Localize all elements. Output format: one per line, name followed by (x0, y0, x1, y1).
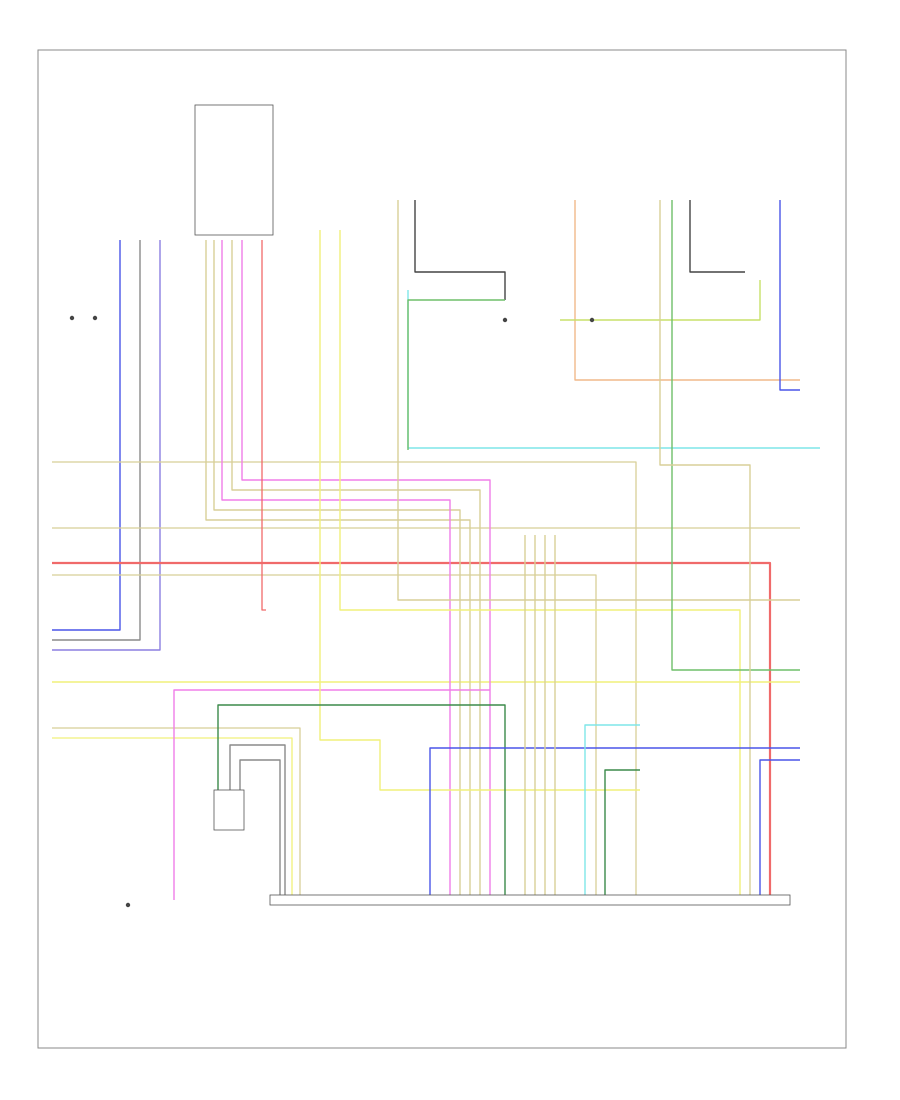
wire-blue-low (429, 747, 800, 900)
splice-point-2 (589, 317, 595, 323)
wire-orange-1 (574, 200, 800, 381)
wire-lime-1 (560, 280, 761, 321)
wire-black-r (689, 200, 745, 273)
component-blocks (69, 104, 791, 908)
wire-gray-low (229, 744, 286, 900)
wire-tan-bus-4 (52, 727, 301, 900)
top-connector-block (194, 104, 274, 236)
wire-tan-c4 (231, 240, 481, 900)
ground-point-3 (125, 902, 131, 908)
wire-pink-c3 (221, 240, 451, 900)
wire-tan-bus-1 (52, 461, 637, 900)
wire-red-c6 (261, 240, 266, 611)
wire-darkgreen-1 (217, 704, 506, 900)
wire-tan-bus-3 (52, 574, 597, 900)
wire-gray-low-2 (239, 759, 281, 900)
wire-yellow-mid-2 (339, 230, 741, 900)
wire-cyan-1 (407, 290, 820, 449)
wire-tan-c1 (205, 240, 471, 900)
bottom-connector-strip (269, 894, 791, 906)
wire-yellow-mid-1 (319, 230, 640, 791)
wire-tan-top-2 (397, 200, 800, 601)
diagram-frame (37, 49, 847, 1049)
wire-pink-c5 (241, 240, 491, 900)
wire-darkgreen-low (604, 769, 640, 900)
splice-point-1 (502, 317, 508, 323)
wire-violet-left (52, 240, 161, 651)
wire-black-top-1 (414, 200, 506, 300)
wire-yellow-bus-2 (52, 737, 293, 900)
ground-connector-block (213, 789, 245, 831)
wire-harness (52, 200, 820, 900)
wire-cyan-low (584, 724, 640, 900)
wire-blue-left (52, 240, 121, 631)
ground-point-1 (69, 315, 75, 321)
wire-green-1 (407, 299, 505, 450)
wire-blue-low-2 (759, 759, 800, 900)
wire-blue-r (779, 200, 800, 391)
ground-point-2 (92, 315, 98, 321)
wire-pink-c7 (173, 689, 490, 900)
wire-red-bus (52, 561, 772, 900)
wire-green-r (671, 200, 800, 671)
wire-tan-r (659, 200, 751, 900)
wire-tan-c2 (213, 240, 461, 900)
wire-gray-left (52, 240, 141, 641)
